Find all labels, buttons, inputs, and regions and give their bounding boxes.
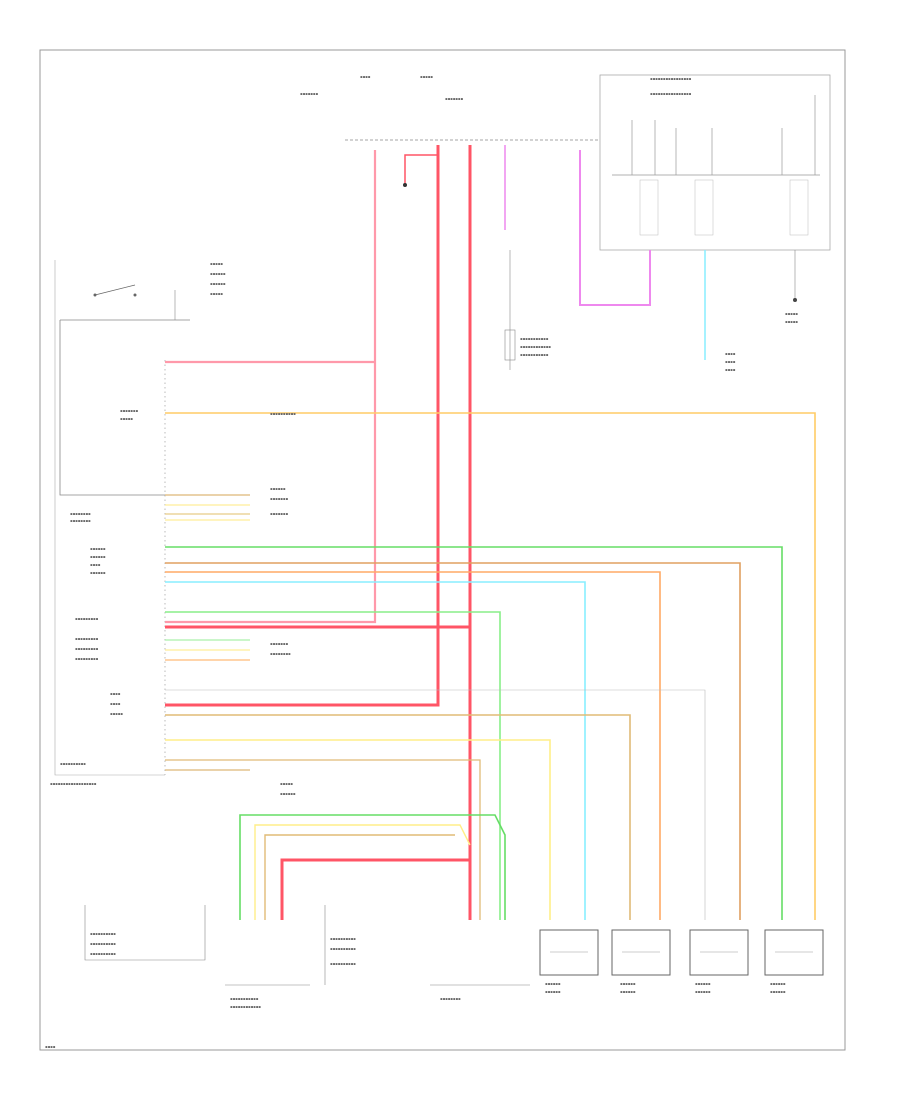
svg-text:▪▪▪▪▪▪▪▪: ▪▪▪▪▪▪▪▪ [440, 996, 461, 1001]
svg-text:▪▪▪▪▪▪▪▪▪: ▪▪▪▪▪▪▪▪▪ [75, 636, 99, 641]
wire-yellow-top [165, 412, 816, 920]
svg-text:▪▪▪▪▪▪▪▪▪▪: ▪▪▪▪▪▪▪▪▪▪ [330, 961, 356, 966]
svg-text:▪▪▪▪▪▪▪: ▪▪▪▪▪▪▪ [120, 408, 138, 413]
svg-text:▪▪▪▪▪▪: ▪▪▪▪▪▪ [210, 281, 226, 286]
svg-text:▪▪▪▪▪▪▪▪: ▪▪▪▪▪▪▪▪ [70, 511, 91, 516]
svg-text:▪▪▪▪▪▪: ▪▪▪▪▪▪ [545, 981, 561, 986]
svg-text:▪▪▪▪▪▪: ▪▪▪▪▪▪ [90, 546, 106, 551]
wire-green-1 [165, 546, 783, 920]
svg-text:▪▪▪▪▪: ▪▪▪▪▪ [785, 311, 798, 316]
svg-text:▪▪▪▪▪: ▪▪▪▪▪ [110, 711, 123, 716]
wire-red-jog [404, 154, 438, 185]
wire-pink-fuse-ecm [165, 150, 377, 624]
svg-text:▪▪▪▪▪▪▪: ▪▪▪▪▪▪▪ [270, 641, 288, 646]
svg-text:▪▪▪▪▪▪▪▪▪: ▪▪▪▪▪▪▪▪▪ [75, 646, 99, 651]
svg-text:▪▪▪▪▪▪▪▪▪▪: ▪▪▪▪▪▪▪▪▪▪ [330, 946, 356, 951]
wheel-sensor-rf [611, 929, 671, 976]
brake-switch-node-1 [93, 293, 97, 297]
svg-text:▪▪▪▪▪▪▪▪▪▪: ▪▪▪▪▪▪▪▪▪▪ [90, 951, 116, 956]
svg-text:▪▪▪▪▪▪▪▪▪▪: ▪▪▪▪▪▪▪▪▪▪ [270, 411, 296, 416]
svg-text:▪▪▪▪: ▪▪▪▪ [90, 562, 101, 567]
instrument-panel-cluster-box [599, 74, 831, 251]
svg-text:▪▪▪▪▪▪▪▪▪▪▪▪▪▪▪▪▪▪: ▪▪▪▪▪▪▪▪▪▪▪▪▪▪▪▪▪▪ [50, 781, 97, 786]
cluster-module-1 [639, 179, 659, 236]
svg-text:▪▪▪▪▪: ▪▪▪▪▪ [280, 781, 293, 786]
svg-text:▪▪▪▪▪▪▪▪▪: ▪▪▪▪▪▪▪▪▪ [75, 616, 99, 621]
wheel-sensor-lr [689, 929, 749, 976]
svg-text:▪▪▪▪▪▪: ▪▪▪▪▪▪ [545, 989, 561, 994]
svg-text:▪▪▪▪▪▪: ▪▪▪▪▪▪ [620, 989, 636, 994]
svg-text:▪▪▪▪▪▪▪▪▪▪: ▪▪▪▪▪▪▪▪▪▪ [330, 936, 356, 941]
wire-red-brake-module [280, 858, 470, 920]
wire-red-ignition [165, 145, 440, 707]
svg-text:▪▪▪▪▪▪▪: ▪▪▪▪▪▪▪ [270, 496, 288, 501]
svg-text:▪▪▪▪▪▪: ▪▪▪▪▪▪ [90, 554, 106, 559]
svg-text:▪▪▪▪: ▪▪▪▪ [725, 367, 736, 372]
wire-yellow-module [254, 824, 471, 920]
svg-text:▪▪▪▪▪▪▪▪▪: ▪▪▪▪▪▪▪▪▪ [75, 656, 99, 661]
svg-text:▪▪▪▪: ▪▪▪▪ [110, 691, 121, 696]
wire-magenta-cluster-loop [579, 150, 651, 306]
svg-text:▪▪▪▪▪: ▪▪▪▪▪ [210, 291, 223, 296]
cluster-module-3 [789, 179, 809, 236]
svg-text:▪▪▪▪▪▪: ▪▪▪▪▪▪ [210, 271, 226, 276]
brake-switch-contact [94, 284, 136, 296]
svg-text:▪▪▪▪▪▪▪▪▪▪▪▪: ▪▪▪▪▪▪▪▪▪▪▪▪ [520, 344, 551, 349]
cluster-ground [793, 298, 797, 302]
brake-switch-node-2 [133, 293, 137, 297]
wire-tan-module [264, 834, 455, 920]
wire-green-2 [165, 611, 501, 920]
svg-text:▪▪▪▪▪▪▪▪▪▪▪▪▪▪▪▪: ▪▪▪▪▪▪▪▪▪▪▪▪▪▪▪▪ [650, 76, 692, 81]
diagram-frame [39, 49, 846, 1051]
wire-yellow-2 [165, 739, 551, 920]
svg-text:▪▪▪▪▪: ▪▪▪▪▪ [210, 261, 223, 266]
svg-text:▪▪▪▪: ▪▪▪▪ [360, 74, 371, 79]
wheel-sensor-rr [764, 929, 824, 976]
cluster-module-2 [694, 179, 714, 236]
svg-text:▪▪▪▪▪▪: ▪▪▪▪▪▪ [770, 989, 786, 994]
svg-text:▪▪▪▪▪▪▪▪: ▪▪▪▪▪▪▪▪ [70, 518, 91, 523]
svg-text:▪▪▪▪▪: ▪▪▪▪▪ [120, 416, 133, 421]
svg-text:▪▪▪▪▪▪: ▪▪▪▪▪▪ [770, 981, 786, 986]
svg-text:▪▪▪▪▪▪▪: ▪▪▪▪▪▪▪ [270, 511, 288, 516]
wire-orange-2 [165, 571, 661, 920]
svg-text:▪▪▪▪▪▪▪: ▪▪▪▪▪▪▪ [445, 96, 463, 101]
wire-grey-thin [165, 689, 706, 920]
svg-text:▪▪▪▪▪▪▪▪▪▪▪: ▪▪▪▪▪▪▪▪▪▪▪ [520, 352, 549, 357]
svg-text:▪▪▪▪▪▪: ▪▪▪▪▪▪ [90, 570, 106, 575]
svg-text:▪▪▪▪▪: ▪▪▪▪▪ [420, 74, 433, 79]
annotations: ▪▪▪▪ ▪▪▪▪▪ ▪▪▪▪▪▪▪ ▪▪▪▪▪▪▪ ▪▪▪▪▪▪▪▪▪▪▪▪▪… [45, 74, 798, 1049]
svg-text:▪▪▪▪: ▪▪▪▪ [725, 351, 736, 356]
svg-text:▪▪▪▪▪▪▪▪: ▪▪▪▪▪▪▪▪ [270, 651, 291, 656]
svg-text:▪▪▪▪▪: ▪▪▪▪▪ [785, 319, 798, 324]
wire-cyan-ecm [165, 581, 586, 920]
ecm-bottom-bracket [54, 260, 165, 776]
wire-tan-1 [165, 714, 631, 920]
svg-text:▪▪▪▪▪▪▪▪▪▪▪▪▪▪▪▪: ▪▪▪▪▪▪▪▪▪▪▪▪▪▪▪▪ [650, 91, 692, 96]
wire-orange-1 [165, 562, 741, 920]
ground-left-module [84, 905, 206, 961]
svg-text:▪▪▪▪▪▪▪▪▪▪▪▪: ▪▪▪▪▪▪▪▪▪▪▪▪ [230, 1004, 261, 1009]
svg-text:▪▪▪▪▪▪▪▪▪▪: ▪▪▪▪▪▪▪▪▪▪ [90, 931, 116, 936]
svg-text:▪▪▪▪▪▪▪▪▪▪▪: ▪▪▪▪▪▪▪▪▪▪▪ [520, 336, 549, 341]
svg-text:▪▪▪▪▪▪: ▪▪▪▪▪▪ [280, 791, 296, 796]
svg-text:▪▪▪▪▪▪: ▪▪▪▪▪▪ [695, 989, 711, 994]
svg-text:▪▪▪▪▪▪▪: ▪▪▪▪▪▪▪ [300, 91, 318, 96]
svg-text:▪▪▪▪: ▪▪▪▪ [45, 1044, 56, 1049]
wire-tan-ecm-bottom [165, 759, 481, 920]
fuse-node [403, 183, 407, 187]
svg-text:▪▪▪▪▪▪▪▪▪▪: ▪▪▪▪▪▪▪▪▪▪ [60, 761, 86, 766]
svg-text:▪▪▪▪▪▪▪▪▪▪: ▪▪▪▪▪▪▪▪▪▪ [90, 941, 116, 946]
svg-text:▪▪▪▪▪▪▪▪▪▪▪: ▪▪▪▪▪▪▪▪▪▪▪ [230, 996, 259, 1001]
svg-text:▪▪▪▪: ▪▪▪▪ [110, 701, 121, 706]
svg-text:▪▪▪▪▪▪: ▪▪▪▪▪▪ [270, 486, 286, 491]
wheel-sensor-lf [539, 929, 599, 976]
svg-text:▪▪▪▪▪▪: ▪▪▪▪▪▪ [695, 981, 711, 986]
brake-fluid-switch [504, 329, 516, 361]
wire-green-module [239, 814, 506, 920]
svg-text:▪▪▪▪▪▪: ▪▪▪▪▪▪ [620, 981, 636, 986]
ecm-left-bracket [59, 320, 165, 496]
svg-text:▪▪▪▪: ▪▪▪▪ [725, 359, 736, 364]
